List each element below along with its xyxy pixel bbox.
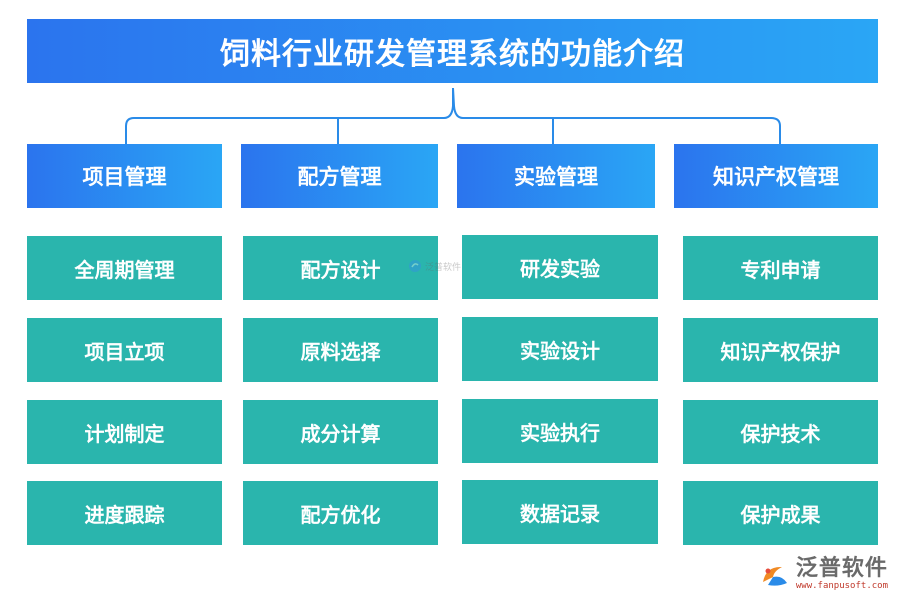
category-experiment-management: 实验管理: [457, 144, 655, 208]
item-plan-formulation: 计划制定: [27, 400, 222, 464]
category-project-management: 项目管理: [27, 144, 222, 208]
item-experiment-execution: 实验执行: [462, 399, 658, 463]
item-formula-design: 配方设计: [243, 236, 438, 300]
watermark-text: 泛普软件: [425, 262, 462, 273]
fanpu-logo-icon: [762, 566, 787, 586]
item-patent-application: 专利申请: [683, 236, 878, 300]
logo-name: 泛普软件: [795, 556, 888, 581]
item-ingredient-calculation: 成分计算: [243, 400, 438, 464]
item-experiment-design: 实验设计: [462, 317, 658, 381]
logo-url: www.fanpusoft.com: [795, 581, 888, 591]
item-project-initiation: 项目立项: [27, 318, 222, 382]
category-formula-management: 配方管理: [241, 144, 438, 208]
item-full-cycle-management: 全周期管理: [27, 236, 222, 300]
item-protection-results: 保护成果: [683, 481, 878, 545]
item-raw-material-selection: 原料选择: [243, 318, 438, 382]
item-ip-protection: 知识产权保护: [683, 318, 878, 382]
diagram-title: 饲料行业研发管理系统的功能介绍: [27, 19, 878, 83]
watermark-logo-icon: [409, 260, 421, 272]
item-rd-experiment: 研发实验: [462, 235, 658, 299]
item-progress-tracking: 进度跟踪: [27, 481, 222, 545]
item-data-recording: 数据记录: [462, 480, 658, 544]
category-ip-management: 知识产权管理: [674, 144, 878, 208]
center-watermark: 泛普软件: [408, 259, 461, 273]
brand-logo: 泛普软件 www.fanpusoft.com: [760, 557, 888, 592]
brace-connector: [125, 87, 781, 144]
item-formula-optimization: 配方优化: [243, 481, 438, 545]
item-protection-technology: 保护技术: [683, 400, 878, 464]
